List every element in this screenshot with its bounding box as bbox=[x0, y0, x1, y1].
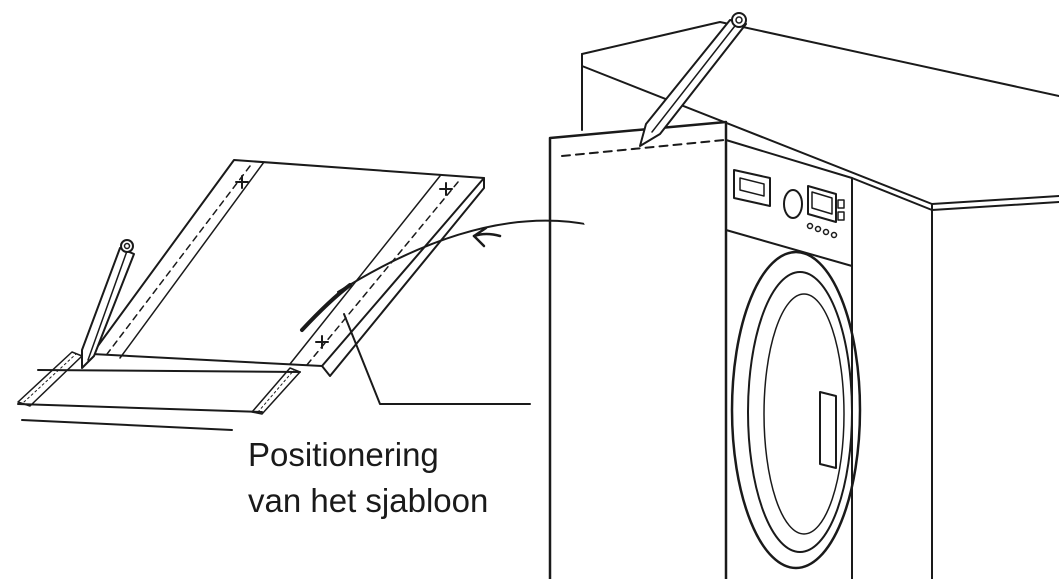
program-dial-icon bbox=[783, 189, 803, 219]
washing-machine bbox=[725, 139, 862, 579]
drum-door bbox=[730, 250, 862, 570]
pencil-icon bbox=[81, 239, 135, 369]
ruler-strip-right bbox=[251, 367, 301, 415]
caption-line-1: Positionering bbox=[248, 436, 439, 473]
plus-marker bbox=[235, 175, 249, 189]
pencil-icon bbox=[639, 12, 747, 147]
cabinet bbox=[548, 21, 1059, 579]
door-panel bbox=[548, 120, 728, 579]
plus-marker bbox=[439, 182, 453, 196]
control-buttons bbox=[806, 222, 838, 239]
caption-line-2: van het sjabloon bbox=[248, 482, 489, 519]
marking-line bbox=[561, 139, 725, 157]
display-screen bbox=[807, 185, 837, 223]
leader-line bbox=[343, 313, 531, 405]
door-handle bbox=[819, 391, 837, 469]
ruler-strip-left bbox=[17, 351, 83, 407]
caption: Positionering van het sjabloon bbox=[248, 432, 488, 524]
detergent-drawer bbox=[733, 169, 771, 207]
plus-marker bbox=[315, 335, 329, 349]
template-panel bbox=[17, 159, 485, 431]
template-sheet bbox=[91, 159, 485, 367]
